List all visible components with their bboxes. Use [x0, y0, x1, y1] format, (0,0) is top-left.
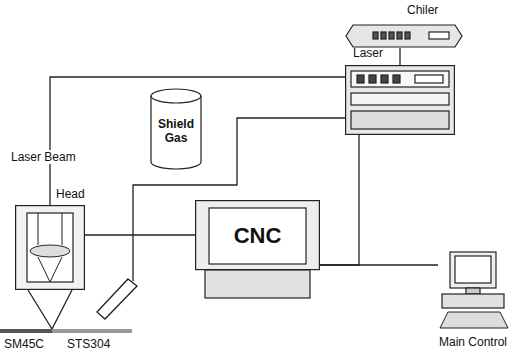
workpiece-sts304	[52, 329, 132, 333]
laser-switch	[369, 75, 376, 83]
chiller-body	[346, 25, 462, 47]
gas-cylinder	[151, 89, 201, 169]
pc-outline	[438, 250, 508, 332]
cnc-cabinet	[196, 201, 320, 270]
chiller-button	[373, 32, 378, 39]
workpiece-sm45c	[0, 329, 52, 333]
monitor-stand	[466, 288, 480, 294]
computer-case	[442, 294, 504, 308]
beam-line	[62, 213, 63, 245]
laser-panel	[351, 93, 449, 105]
node-label: Main Control	[439, 336, 507, 350]
head-inner	[27, 213, 73, 282]
material-label: STS304	[66, 337, 111, 351]
head-housing	[16, 206, 85, 290]
laser-outline	[345, 65, 455, 135]
laser-switch	[357, 75, 364, 83]
head-outline	[15, 205, 85, 290]
beam-cone	[52, 290, 72, 329]
cnc-screen	[209, 208, 306, 264]
pc-node: Main Control	[438, 250, 508, 332]
beam-line	[38, 213, 39, 245]
node-label: Chiler	[407, 4, 438, 18]
laser-panel	[351, 71, 449, 87]
gas-line	[133, 118, 345, 281]
chiller-node: Chiler	[345, 24, 463, 48]
laser-switch	[393, 75, 400, 83]
laser-display	[415, 75, 443, 83]
cnc-node: CNC	[195, 200, 320, 300]
cnc-base	[205, 270, 310, 298]
keyboard	[440, 312, 508, 328]
laser-switch	[381, 75, 388, 83]
connector-line	[399, 48, 400, 65]
chiller-button	[397, 32, 402, 39]
gas-nozzle	[97, 279, 137, 319]
cylinder-rim	[151, 96, 201, 103]
connector-line	[50, 77, 345, 205]
node-label: Head	[56, 188, 85, 202]
chiller-button	[381, 32, 386, 39]
text-area: CNC	[213, 212, 302, 260]
chiller-button	[405, 32, 410, 39]
monitor-screen	[455, 256, 491, 283]
material-label: SM45C	[3, 337, 45, 351]
laser-base	[351, 111, 449, 129]
cyl-node: Shield Gas	[150, 88, 202, 170]
head-node: Head	[15, 205, 85, 290]
connector-line	[85, 234, 195, 235]
focus-lens	[30, 245, 70, 257]
beam-cone	[28, 290, 52, 329]
beam-cone	[38, 257, 62, 282]
text-area: Shield Gas	[152, 98, 200, 166]
connector-line	[320, 135, 359, 265]
node-label: Shield Gas	[156, 118, 196, 146]
chiller-display	[429, 32, 449, 39]
laser-node: Laser	[345, 65, 455, 135]
node-label: Laser	[353, 47, 383, 61]
laser-body	[346, 66, 455, 135]
node-label: CNC	[234, 223, 282, 248]
monitor	[450, 252, 496, 288]
chiller-outline	[345, 24, 463, 48]
cnc-outline	[195, 200, 320, 300]
edge-label: Laser Beam	[10, 150, 77, 164]
chiller-button	[389, 32, 394, 39]
